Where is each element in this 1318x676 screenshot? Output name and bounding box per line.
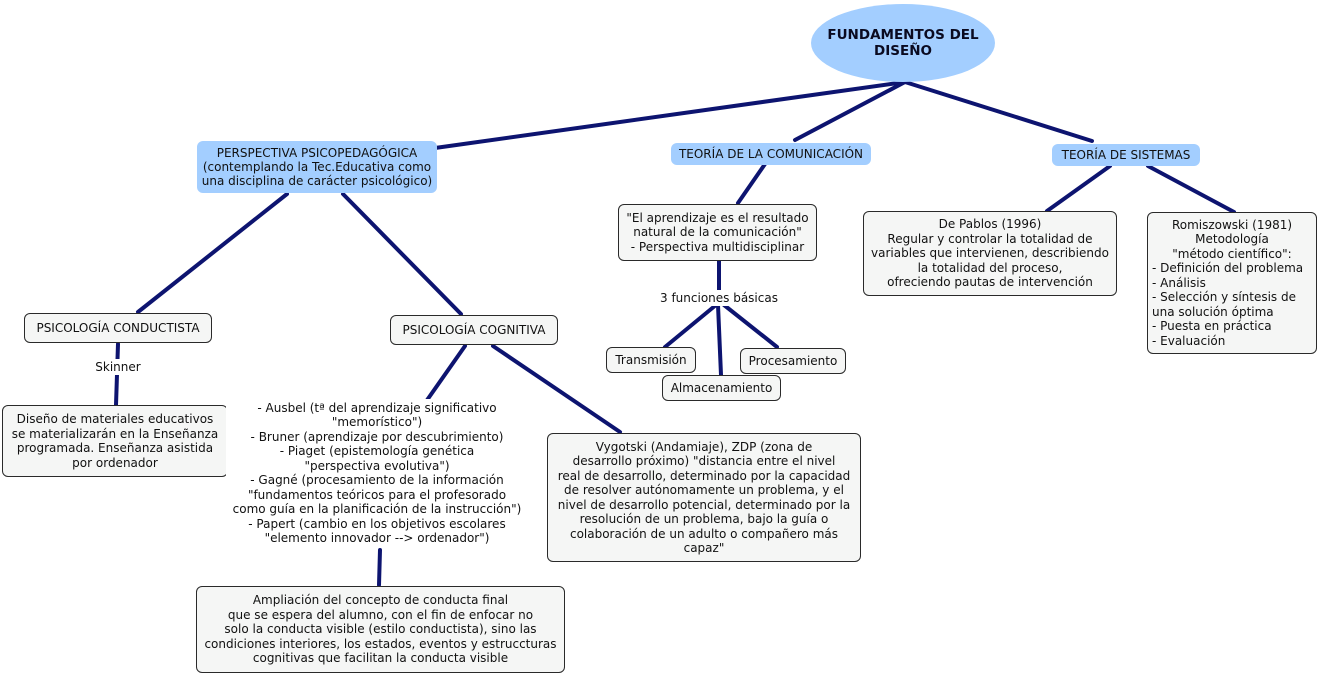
root-node[interactable]: FUNDAMENTOS DEL DISEÑO bbox=[811, 4, 995, 82]
link-root-psico bbox=[433, 80, 907, 150]
comunicacion-quote-box[interactable]: "El aprendizaje es el resultado natural … bbox=[618, 204, 817, 261]
link-psico-conductista bbox=[136, 192, 289, 314]
romiszowski-box[interactable]: Romiszowski (1981) Metodología "método c… bbox=[1147, 212, 1317, 354]
cognitiva-authors: - Ausbel (tª del aprendizaje significati… bbox=[226, 399, 528, 547]
romiszowski-steps: - Definición del problema - Análisis - S… bbox=[1152, 261, 1304, 348]
skinner-label: Skinner bbox=[88, 359, 148, 375]
link-comunicacion-quote bbox=[736, 162, 767, 205]
link-sistemas-depablos bbox=[1045, 164, 1112, 213]
depablos-text: De Pablos (1996) Regular y controlar la … bbox=[871, 217, 1109, 290]
funcion-procesamiento[interactable]: Procesamiento bbox=[740, 348, 846, 374]
root-title: FUNDAMENTOS DEL DISEÑO bbox=[827, 27, 979, 59]
branch-comunicacion-label: TEORÍA DE LA COMUNICACIÓN bbox=[678, 147, 864, 161]
link-sistemas-romiszowski bbox=[1146, 164, 1236, 214]
branch-sistemas-label: TEORÍA DE SISTEMAS bbox=[1061, 148, 1191, 162]
link-cognitiva-vygotski bbox=[491, 344, 622, 434]
conductista-detail-text: Diseño de materiales educativos se mater… bbox=[11, 412, 219, 470]
romiszowski-heading: Romiszowski (1981) Metodología "método c… bbox=[1171, 217, 1293, 261]
link-root-sistemas bbox=[903, 80, 1094, 143]
link-funciones-procesamiento bbox=[722, 303, 779, 349]
branch-psicopedagogica-label: PERSPECTIVA PSICOPEDAGÓGICA (contempland… bbox=[201, 146, 433, 188]
link-psico-cognitiva bbox=[341, 192, 463, 316]
link-authors-ampliacion bbox=[377, 548, 382, 587]
funciones-label: 3 funciones básicas bbox=[655, 290, 783, 306]
link-root-comunicacion bbox=[793, 80, 907, 142]
branch-sistemas[interactable]: TEORÍA DE SISTEMAS bbox=[1052, 144, 1200, 166]
vygotski-box[interactable]: Vygotski (Andamiaje), ZDP (zona de desar… bbox=[547, 433, 861, 562]
ampliacion-text: Ampliación del concepto de conducta fina… bbox=[204, 593, 557, 666]
conductista-node[interactable]: PSICOLOGÍA CONDUCTISTA bbox=[24, 313, 212, 343]
ampliacion-box[interactable]: Ampliación del concepto de conducta fina… bbox=[196, 586, 565, 673]
conductista-detail[interactable]: Diseño de materiales educativos se mater… bbox=[2, 405, 228, 477]
branch-comunicacion[interactable]: TEORÍA DE LA COMUNICACIÓN bbox=[671, 143, 871, 165]
link-funciones-transmision bbox=[663, 303, 718, 349]
comunicacion-quote-text: "El aprendizaje es el resultado natural … bbox=[626, 210, 809, 254]
vygotski-text: Vygotski (Andamiaje), ZDP (zona de desar… bbox=[557, 439, 851, 556]
funcion-transmision[interactable]: Transmisión bbox=[606, 347, 696, 373]
conductista-title: PSICOLOGÍA CONDUCTISTA bbox=[36, 320, 200, 335]
link-funciones-almacenamiento bbox=[716, 303, 723, 377]
cognitiva-node[interactable]: PSICOLOGÍA COGNITIVA bbox=[390, 315, 558, 345]
cognitiva-title: PSICOLOGÍA COGNITIVA bbox=[402, 322, 546, 337]
branch-psicopedagogica[interactable]: PERSPECTIVA PSICOPEDAGÓGICA (contempland… bbox=[197, 141, 437, 193]
link-cognitiva-authors bbox=[423, 344, 467, 405]
funcion-almacenamiento[interactable]: Almacenamiento bbox=[662, 375, 781, 401]
depablos-box[interactable]: De Pablos (1996) Regular y controlar la … bbox=[863, 211, 1117, 296]
